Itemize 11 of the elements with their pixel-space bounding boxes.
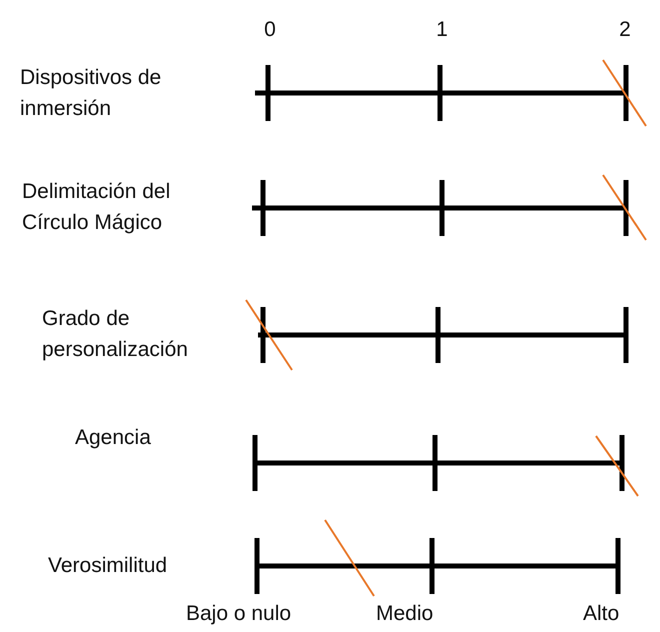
scale-level-label: Medio <box>376 601 434 627</box>
criterion-label: Delimitación del Círculo Mágico <box>22 179 172 236</box>
criterion-label: Grado de personalización <box>42 306 189 363</box>
criterion-label: Verosimilitud <box>48 553 168 579</box>
scale-value: 0 <box>263 17 277 43</box>
scale-level-label: Bajo o nulo <box>186 601 292 627</box>
scale-value: 1 <box>435 17 449 43</box>
criterion-label: Dispositivos de inmersión <box>20 65 162 122</box>
scale-value: 2 <box>618 17 632 43</box>
scale-level-label: Alto <box>583 601 620 627</box>
criterion-label: Agencia <box>75 425 151 451</box>
